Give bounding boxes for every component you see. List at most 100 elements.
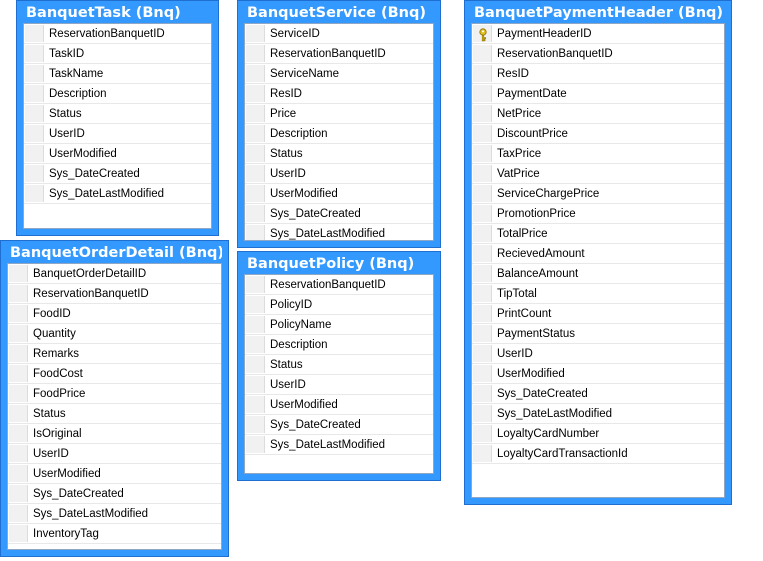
row-selector[interactable] xyxy=(25,105,44,122)
row-selector[interactable] xyxy=(246,165,265,182)
row-selector[interactable] xyxy=(473,425,492,442)
column-row[interactable]: UserID xyxy=(24,124,211,144)
column-row[interactable]: Price xyxy=(245,104,433,124)
row-selector[interactable] xyxy=(473,405,492,422)
column-row[interactable]: Sys_DateLastModified xyxy=(8,504,221,524)
column-row[interactable]: PaymentDate xyxy=(472,84,724,104)
row-selector[interactable] xyxy=(25,165,44,182)
column-row[interactable]: UserModified xyxy=(245,184,433,204)
column-row[interactable]: ReservationBanquetID xyxy=(245,275,433,295)
row-selector[interactable] xyxy=(25,85,44,102)
column-row[interactable]: UserModified xyxy=(472,364,724,384)
row-selector[interactable] xyxy=(473,165,492,182)
column-row[interactable]: BanquetOrderDetailID xyxy=(8,264,221,284)
column-row[interactable]: InventoryTag xyxy=(8,524,221,544)
column-row[interactable]: LoyaltyCardTransactionId xyxy=(472,444,724,464)
column-row[interactable]: Description xyxy=(245,335,433,355)
row-selector[interactable] xyxy=(246,45,265,62)
row-selector[interactable] xyxy=(473,365,492,382)
column-row[interactable]: Sys_DateCreated xyxy=(245,204,433,224)
column-row[interactable]: IsOriginal xyxy=(8,424,221,444)
column-row[interactable]: FoodPrice xyxy=(8,384,221,404)
column-row[interactable]: PromotionPrice xyxy=(472,204,724,224)
row-selector[interactable] xyxy=(246,316,265,333)
column-row[interactable]: Sys_DateLastModified xyxy=(245,224,433,240)
column-row[interactable]: TaxPrice xyxy=(472,144,724,164)
row-selector[interactable] xyxy=(246,356,265,373)
column-row[interactable]: Status xyxy=(245,144,433,164)
column-row[interactable]: Sys_DateCreated xyxy=(24,164,211,184)
table-banquet-payment-header[interactable]: BanquetPaymentHeader (Bnq)PaymentHeaderI… xyxy=(464,0,732,505)
row-selector[interactable] xyxy=(25,185,44,202)
row-selector[interactable] xyxy=(246,105,265,122)
column-row[interactable]: ServiceName xyxy=(245,64,433,84)
row-selector[interactable] xyxy=(246,205,265,222)
row-selector[interactable] xyxy=(9,285,28,302)
row-selector[interactable] xyxy=(246,85,265,102)
column-row[interactable]: PolicyName xyxy=(245,315,433,335)
row-selector[interactable] xyxy=(246,436,265,453)
row-selector[interactable] xyxy=(473,225,492,242)
column-row[interactable]: UserModified xyxy=(245,395,433,415)
row-selector[interactable] xyxy=(246,296,265,313)
column-row[interactable]: ServiceID xyxy=(245,24,433,44)
row-selector[interactable] xyxy=(473,125,492,142)
row-selector[interactable] xyxy=(473,305,492,322)
column-row[interactable]: UserModified xyxy=(8,464,221,484)
column-row[interactable]: ServiceChargePrice xyxy=(472,184,724,204)
row-selector[interactable] xyxy=(473,145,492,162)
row-selector[interactable] xyxy=(473,445,492,462)
column-row[interactable]: UserID xyxy=(245,164,433,184)
row-selector[interactable] xyxy=(9,365,28,382)
column-row[interactable]: TaskID xyxy=(24,44,211,64)
column-row[interactable]: ReservationBanquetID xyxy=(245,44,433,64)
row-selector[interactable] xyxy=(25,125,44,142)
column-row[interactable]: Description xyxy=(245,124,433,144)
row-selector[interactable] xyxy=(473,105,492,122)
row-selector[interactable] xyxy=(473,325,492,342)
column-row[interactable]: ResID xyxy=(472,64,724,84)
row-selector[interactable] xyxy=(9,485,28,502)
row-selector[interactable] xyxy=(473,185,492,202)
column-row[interactable]: ReservationBanquetID xyxy=(8,284,221,304)
column-row[interactable]: UserID xyxy=(245,375,433,395)
column-row[interactable]: PrintCount xyxy=(472,304,724,324)
row-selector[interactable] xyxy=(246,416,265,433)
column-row[interactable]: NetPrice xyxy=(472,104,724,124)
column-row[interactable]: VatPrice xyxy=(472,164,724,184)
row-selector[interactable] xyxy=(9,505,28,522)
row-selector[interactable] xyxy=(9,405,28,422)
column-row[interactable]: LoyaltyCardNumber xyxy=(472,424,724,444)
row-selector[interactable] xyxy=(473,285,492,302)
column-row[interactable]: Sys_DateLastModified xyxy=(472,404,724,424)
row-selector[interactable] xyxy=(246,276,265,293)
row-selector[interactable] xyxy=(9,525,28,542)
row-selector[interactable] xyxy=(246,396,265,413)
row-selector[interactable] xyxy=(246,376,265,393)
row-selector[interactable] xyxy=(473,245,492,262)
row-selector[interactable] xyxy=(246,65,265,82)
row-selector[interactable] xyxy=(9,465,28,482)
row-selector[interactable] xyxy=(25,65,44,82)
row-selector[interactable] xyxy=(9,265,28,282)
column-row[interactable]: UserID xyxy=(8,444,221,464)
column-row[interactable]: PaymentStatus xyxy=(472,324,724,344)
row-selector[interactable] xyxy=(246,145,265,162)
column-row[interactable]: UserModified xyxy=(24,144,211,164)
row-selector[interactable] xyxy=(473,345,492,362)
column-row[interactable]: TotalPrice xyxy=(472,224,724,244)
column-row[interactable]: Quantity xyxy=(8,324,221,344)
row-selector[interactable] xyxy=(246,25,265,42)
row-selector[interactable] xyxy=(473,65,492,82)
row-selector[interactable] xyxy=(9,385,28,402)
row-selector[interactable] xyxy=(25,145,44,162)
row-selector[interactable] xyxy=(9,305,28,322)
column-row[interactable]: TaskName xyxy=(24,64,211,84)
column-row[interactable]: TipTotal xyxy=(472,284,724,304)
column-row[interactable]: Remarks xyxy=(8,344,221,364)
column-row[interactable]: FoodID xyxy=(8,304,221,324)
row-selector[interactable] xyxy=(25,45,44,62)
